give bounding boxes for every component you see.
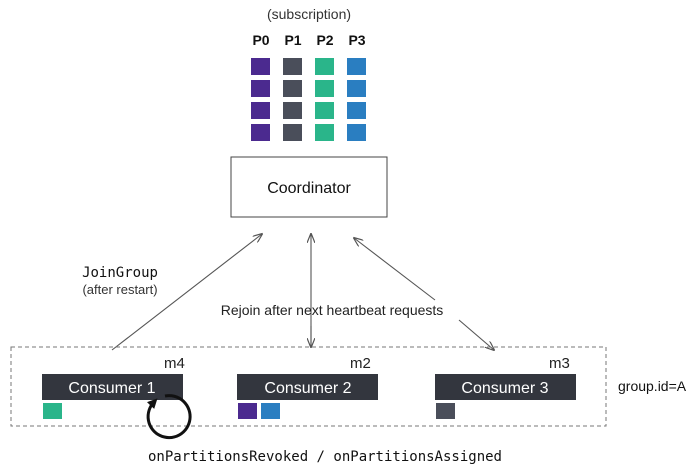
- consumer-group-boundary: [10, 346, 607, 427]
- join-group-arrow: [111, 234, 262, 351]
- partition-header-p3: P3: [348, 32, 365, 48]
- callbacks-label: onPartitionsRevoked / onPartitionsAssign…: [148, 449, 502, 465]
- rejoin-label: Rejoin after next heartbeat requests: [221, 302, 444, 318]
- consumer-1-assigned-p2: [43, 403, 62, 419]
- partition-cell-p1-0: [283, 58, 302, 75]
- consumer-2-box: [237, 374, 378, 400]
- partition-header-p0: P0: [252, 32, 269, 48]
- partition-cell-p0-0: [251, 58, 270, 75]
- partition-cell-p0-2: [251, 102, 270, 119]
- consumer-3-assigned-p1: [436, 403, 455, 419]
- consumer-2-label: Consumer 2: [264, 380, 351, 397]
- consumer-3-box: [435, 374, 576, 400]
- subscription-label: (subscription): [267, 6, 351, 22]
- partition-header-p1: P1: [284, 32, 301, 48]
- partition-header-p2: P2: [316, 32, 333, 48]
- member-id-consumer2: m2: [350, 355, 371, 372]
- partition-cell-p1-1: [283, 80, 302, 97]
- coordinator-box: [230, 156, 388, 218]
- rebalance-cycle-icon: [146, 394, 192, 440]
- partition-cell-p3-0: [347, 58, 366, 75]
- consumer-1-label: Consumer 1: [68, 380, 155, 397]
- partition-cell-p0-1: [251, 80, 270, 97]
- partition-cell-p0-3: [251, 124, 270, 141]
- coordinator-label: Coordinator: [267, 180, 351, 197]
- consumer-2-assigned-p3: [261, 403, 280, 419]
- partition-cell-p2-3: [315, 124, 334, 141]
- after-restart-label: (after restart): [82, 282, 157, 297]
- member-id-consumer1: m4: [164, 355, 185, 372]
- partition-cell-p3-1: [347, 80, 366, 97]
- partition-cell-p1-2: [283, 102, 302, 119]
- partition-cell-p3-3: [347, 124, 366, 141]
- partition-cell-p3-2: [347, 102, 366, 119]
- partition-cell-p2-0: [315, 58, 334, 75]
- join-group-label: JoinGroup: [82, 265, 158, 281]
- group-id-label: group.id=A: [618, 378, 687, 394]
- member-id-consumer3: m3: [549, 355, 570, 372]
- partition-cell-p2-2: [315, 102, 334, 119]
- consumer-2-assigned-p0: [238, 403, 257, 419]
- partition-cell-p2-1: [315, 80, 334, 97]
- rejoin-arrow-consumer3-upper: [354, 238, 436, 301]
- rejoin-arrow-consumer3-lower: [458, 319, 494, 350]
- consumer-3-label: Consumer 3: [461, 380, 548, 397]
- consumer-1-box: [42, 374, 183, 400]
- partition-cell-p1-3: [283, 124, 302, 141]
- partition-grid: [251, 58, 366, 141]
